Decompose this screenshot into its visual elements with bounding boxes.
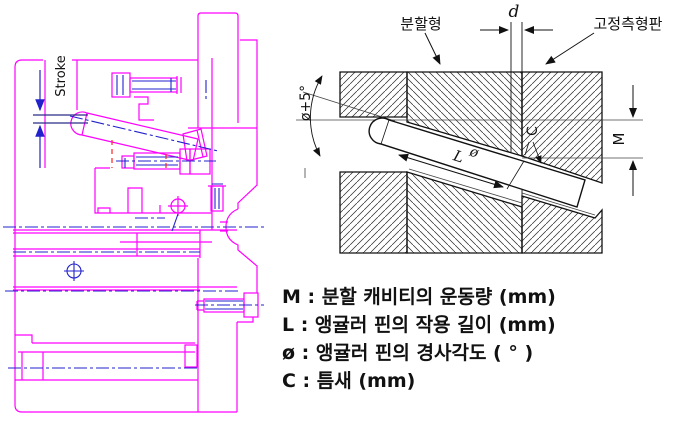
m-label: M [610, 133, 628, 146]
legend-line-l: L : 앵귤러 핀의 작용 길이 (mm) [282, 314, 556, 336]
d-label: d [509, 2, 520, 22]
legend: M : 분할 캐비티의 운동량 (mm) L : 앵귤러 핀의 작용 길이 (m… [282, 283, 674, 395]
fixed-plate-label: 고정측형판 [593, 15, 662, 33]
legend-line-c: C : 틈새 (mm) [282, 370, 416, 392]
angle-label: ø+5° [298, 85, 314, 121]
c-dimension: C [524, 126, 542, 164]
legend-line-phi: ø : 앵귤러 핀의 경사각도 ( ° ) [282, 342, 534, 364]
split-mold-label: 분할형 [400, 15, 441, 33]
legend-line-m: M : 분할 캐비티의 운동량 (mm) [282, 286, 556, 308]
mold-plates-outline [13, 12, 259, 413]
l-label: L [450, 146, 466, 166]
c-label: C [525, 126, 541, 136]
angle-dimension: ø+5° [298, 75, 323, 157]
m-dimension: M [610, 85, 637, 196]
stroke-label: Stroke [54, 55, 69, 96]
angular-pin-section-diagram: d M L ø C ø+5° 분할형 고정측형판 [296, 2, 663, 254]
block-bottom-right [521, 195, 603, 254]
parting-lines [510, 22, 523, 253]
mold-blocks [339, 71, 603, 254]
stroke-dimension: Stroke [33, 55, 88, 168]
block-bottom-left [339, 171, 408, 254]
centerlines-and-fasteners [3, 75, 264, 369]
red-reference-dashes [111, 140, 167, 170]
d-dimension: d [480, 2, 553, 34]
callouts: 분할형 고정측형판 [400, 15, 663, 65]
mold-assembly-cad-drawing: Stroke [3, 12, 264, 413]
split-mold-block-top-left [339, 71, 408, 118]
